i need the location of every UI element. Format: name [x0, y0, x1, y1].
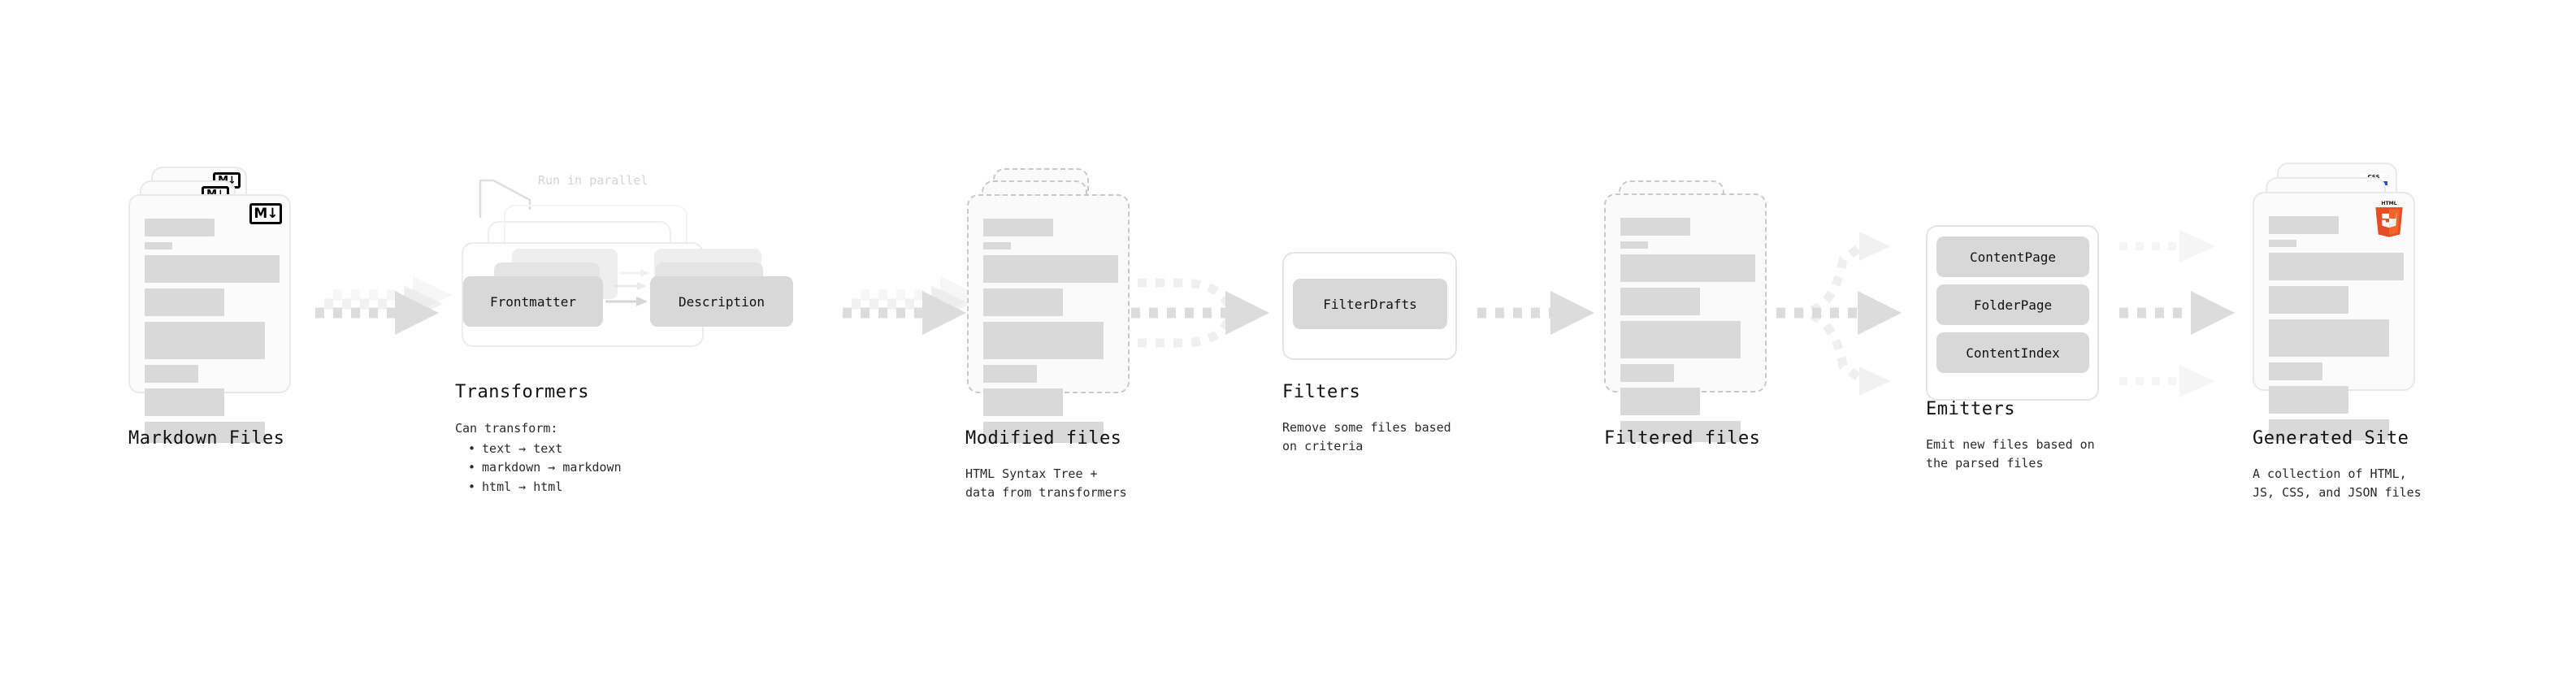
doc-bar: [145, 255, 280, 283]
doc-bar: [983, 255, 1118, 283]
stage-title-modified-files: Modified files: [965, 428, 1122, 449]
doc-bar: [145, 242, 172, 249]
doc-bar: [983, 322, 1104, 359]
run-in-parallel-label: Run in parallel: [538, 173, 648, 188]
doc-bar: [1620, 421, 1741, 442]
doc-bar: [2269, 216, 2339, 234]
doc-bar: [983, 242, 1011, 249]
doc-bar: [145, 219, 215, 236]
doc-content-bars: [2269, 216, 2404, 446]
doc-bar: [2269, 419, 2389, 440]
stage-subtitle-modified-files: HTML Syntax Tree + data from transformer…: [965, 466, 1127, 500]
doc-content-bars: [983, 219, 1118, 449]
emitters-pill-contentindex[interactable]: ContentIndex: [1936, 332, 2089, 373]
doc-content-bars: [1620, 218, 1755, 448]
doc-bar: [1620, 254, 1755, 282]
emitters-pill-folderpage[interactable]: FolderPage: [1936, 284, 2089, 325]
doc-bar: [145, 388, 224, 416]
doc-bar: [1620, 364, 1674, 382]
stage-title-transformers: Transformers: [455, 382, 589, 402]
stage-title-filters: Filters: [1282, 382, 1361, 402]
stage-subtitle-filters: Remove some files based on criteria: [1282, 420, 1451, 453]
arrow-markdown-to-transformers: [315, 276, 452, 335]
html5-icon: HTML: [2373, 200, 2405, 237]
site-card-front-html: HTML: [2253, 192, 2415, 440]
markdown-badge: M↓: [249, 203, 282, 224]
transformer-pill-frontmatter[interactable]: Frontmatter: [463, 276, 603, 327]
stage-title-markdown-files: Markdown Files: [128, 428, 285, 449]
doc-bar: [1620, 321, 1741, 358]
arrow-modified-to-filters: [1131, 278, 1269, 348]
doc-bar: [145, 365, 198, 383]
filtered-card-front: [1604, 193, 1767, 442]
arrow-filters-to-filtered: [1477, 291, 1594, 335]
doc-bar: [983, 219, 1053, 236]
doc-bar: [2269, 362, 2322, 380]
doc-content-bars: [145, 219, 280, 449]
modified-card-front: [967, 194, 1130, 443]
emitters-pill-contentpage[interactable]: ContentPage: [1936, 236, 2089, 277]
doc-bar: [145, 288, 224, 316]
svg-text:HTML: HTML: [2381, 201, 2396, 206]
list-item: text → text: [468, 440, 622, 458]
transformers-list-intro: Can transform:: [455, 421, 558, 436]
arrow-transformers-to-modified: [843, 276, 979, 335]
doc-bar: [1620, 218, 1690, 236]
list-item: html → html: [468, 478, 622, 497]
doc-bar: [983, 388, 1063, 416]
transformers-capability-list: text → text markdown → markdown html → h…: [455, 440, 622, 497]
doc-bar: [983, 365, 1037, 383]
arrow-emitters-to-site: [2119, 230, 2235, 397]
filters-pill-filterdrafts[interactable]: FilterDrafts: [1293, 279, 1447, 329]
doc-bar: [1620, 388, 1700, 415]
doc-bar: [2269, 253, 2404, 280]
doc-bar: [2269, 319, 2389, 357]
doc-bar: [2269, 240, 2296, 247]
doc-bar: [145, 322, 265, 359]
stage-subtitle-generated-site: A collection of HTML, JS, CSS, and JSON …: [2253, 466, 2422, 500]
stage-title-generated-site: Generated Site: [2253, 428, 2409, 449]
doc-bar: [1620, 241, 1648, 249]
doc-bar: [2269, 386, 2348, 414]
doc-bar: [1620, 288, 1700, 315]
markdown-card-front: M↓: [128, 194, 291, 443]
transformer-pill-description[interactable]: Description: [650, 276, 793, 327]
list-item: markdown → markdown: [468, 458, 622, 477]
doc-bar: [983, 288, 1063, 316]
doc-bar: [145, 422, 265, 443]
arrow-filtered-to-emitters: [1776, 232, 1902, 396]
doc-bar: [2269, 286, 2348, 314]
stage-title-filtered-files: Filtered files: [1604, 428, 1761, 449]
stage-title-emitters: Emitters: [1926, 399, 2015, 419]
doc-bar: [983, 422, 1104, 443]
stage-subtitle-emitters: Emit new files based on the parsed files: [1926, 437, 2095, 471]
